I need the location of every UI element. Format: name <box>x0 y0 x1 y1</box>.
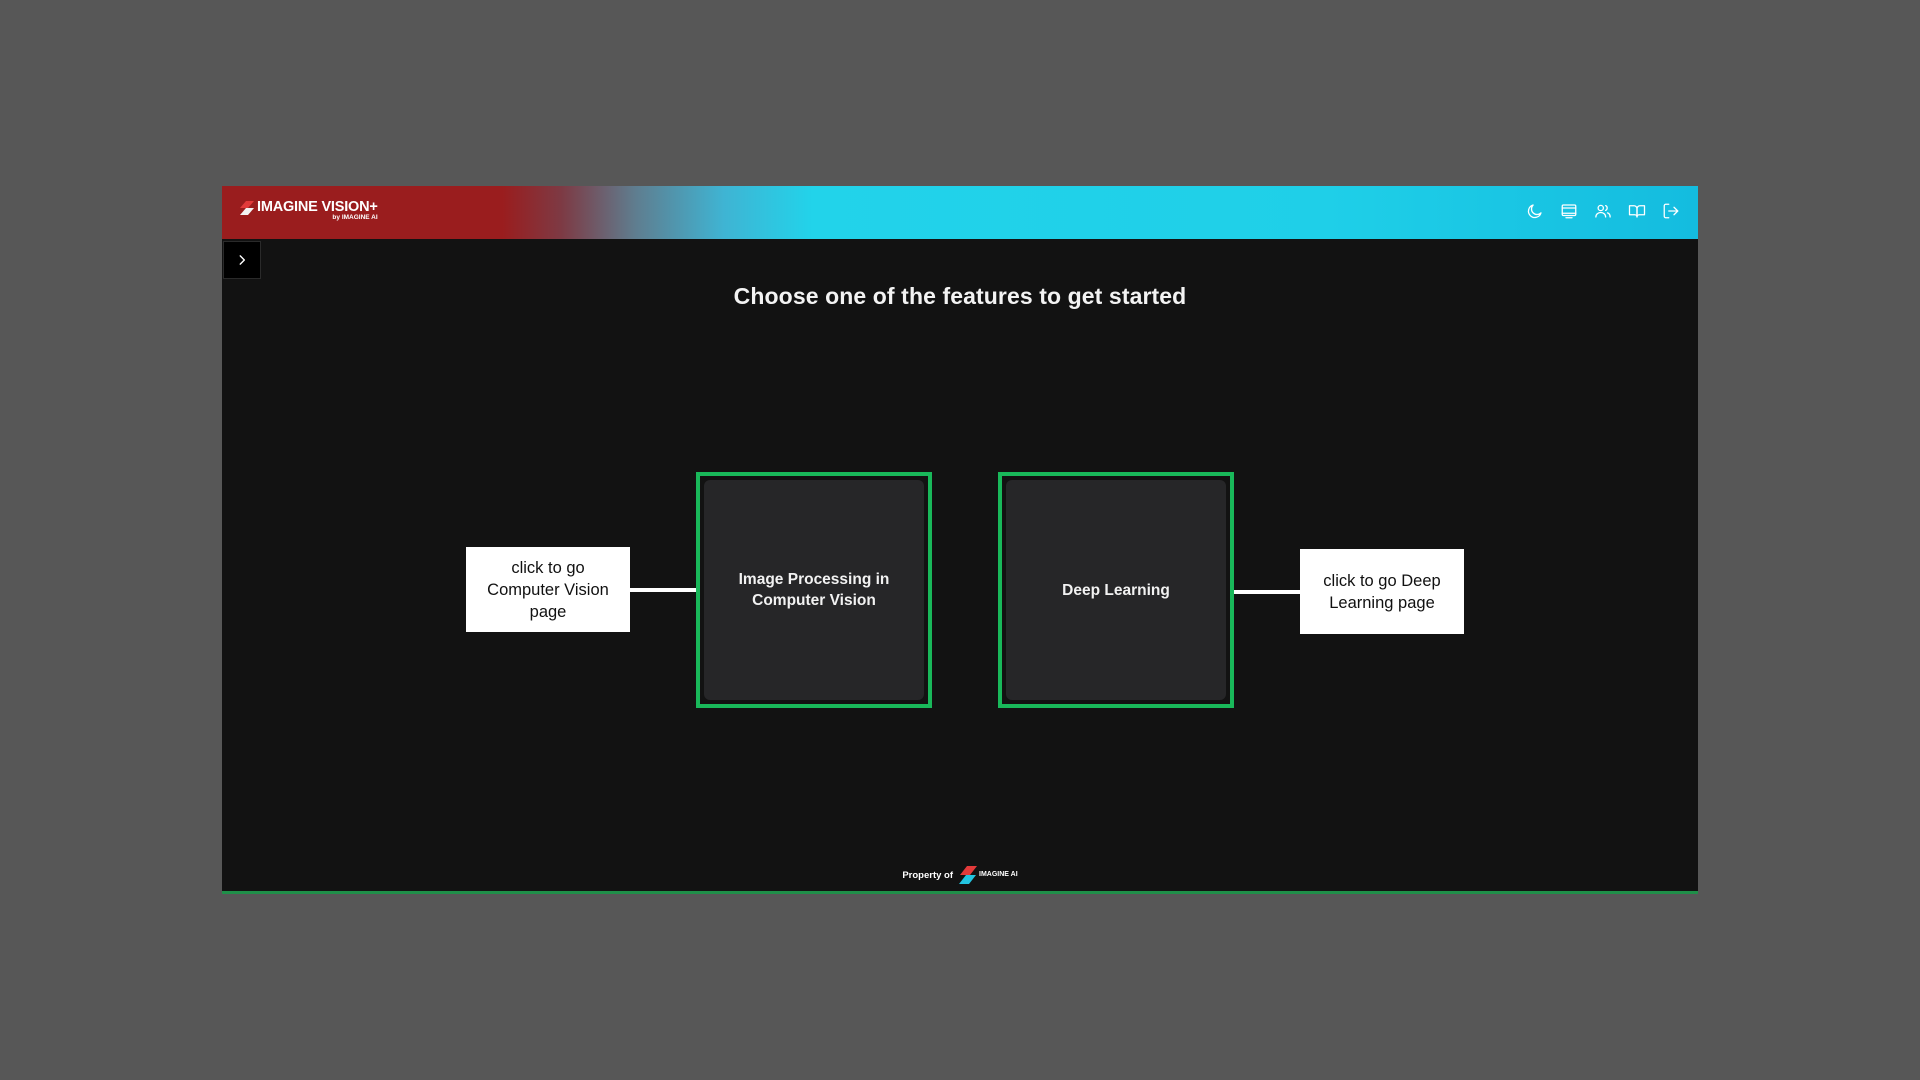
sidebar-toggle-button[interactable] <box>223 241 261 279</box>
users-icon <box>1595 204 1611 218</box>
imagine-ai-logo-icon <box>959 866 978 884</box>
brand-subtitle: by IMAGINE AI <box>332 214 378 221</box>
moon-icon <box>1527 204 1542 219</box>
feature-card-deep-learning[interactable]: Deep Learning <box>998 472 1234 708</box>
feature-label-deep-learning: Deep Learning <box>1006 480 1226 700</box>
top-header-bar: IMAGINE VISION+ by IMAGINE AI <box>222 186 1698 239</box>
header-actions <box>1526 202 1680 220</box>
chevron-right-icon <box>239 255 246 265</box>
annotation-deep-learning: click to go Deep Learning page <box>1300 549 1464 634</box>
annotation-connector-right <box>1234 590 1300 594</box>
footer-logo-text: IMAGINE AI <box>979 871 1018 878</box>
brand-logo[interactable]: IMAGINE VISION+ by IMAGINE AI <box>240 200 378 224</box>
window-button[interactable] <box>1560 202 1578 220</box>
annotation-computer-vision: click to go Computer Vision page <box>466 547 630 632</box>
footer: Property of IMAGINE AI <box>222 866 1698 884</box>
page-title: Choose one of the features to get starte… <box>733 283 1187 309</box>
annotation-connector-left <box>630 588 696 592</box>
logout-button[interactable] <box>1662 202 1680 220</box>
users-button[interactable] <box>1594 202 1612 220</box>
dark-mode-toggle[interactable] <box>1526 202 1544 220</box>
feature-card-image-processing[interactable]: Image Processing in Computer Vision <box>696 472 932 708</box>
logout-icon <box>1663 203 1679 219</box>
brand-mark-icon <box>240 201 254 215</box>
footer-property-text: Property of <box>902 869 954 881</box>
window-icon <box>1561 204 1577 219</box>
app-window: IMAGINE VISION+ by IMAGINE AI <box>222 186 1698 894</box>
footer-logo: IMAGINE AI <box>959 866 1018 884</box>
feature-label-image-processing: Image Processing in Computer Vision <box>704 480 924 700</box>
book-open-icon <box>1628 205 1646 218</box>
brand-text: IMAGINE VISION+ by IMAGINE AI <box>257 200 378 222</box>
brand-name: IMAGINE VISION+ <box>257 199 378 215</box>
docs-button[interactable] <box>1628 202 1646 220</box>
